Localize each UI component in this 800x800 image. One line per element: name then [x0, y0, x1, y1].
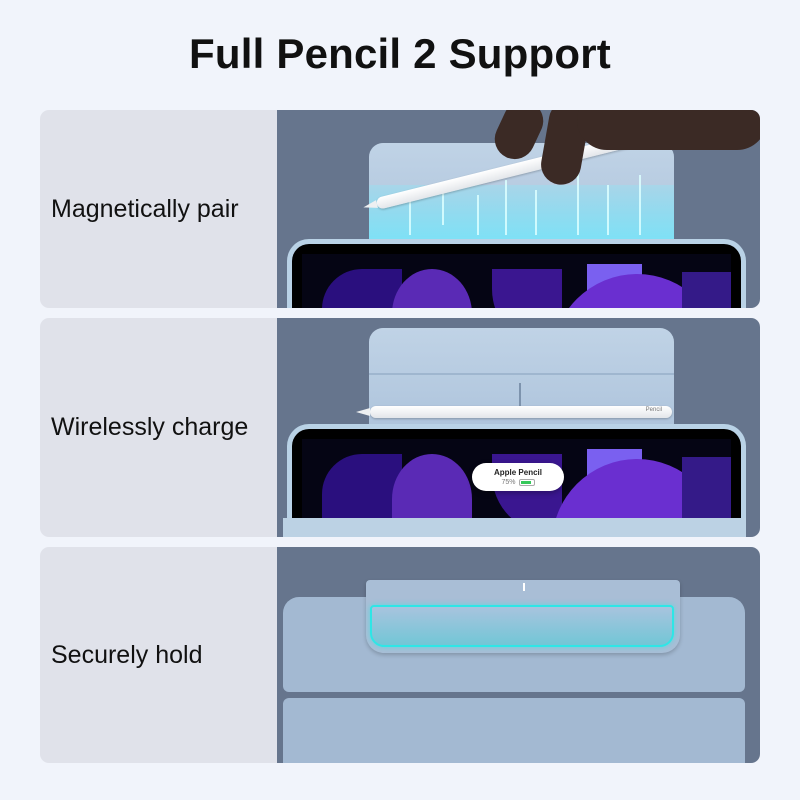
- battery-icon: [518, 479, 535, 486]
- feature-row-securely-hold: Securely hold: [40, 547, 760, 763]
- ipad: [287, 239, 746, 308]
- feature-row-wirelessly-charge: Wirelessly charge Pencil Apple Pencil 75…: [40, 318, 760, 537]
- case-bottom-edge: [283, 518, 746, 537]
- product-image-magnetic-pair: Pencil: [277, 110, 760, 308]
- popup-title: Apple Pencil: [493, 468, 542, 477]
- battery-percent: 75%: [501, 479, 516, 486]
- feature-row-magnetically-pair: Magnetically pair Pencil: [40, 110, 760, 308]
- magnetic-zone: [370, 605, 674, 647]
- ipad-wallpaper: [302, 254, 731, 308]
- page-title: Full Pencil 2 Support: [189, 30, 611, 77]
- product-image-secure-hold: [277, 547, 760, 763]
- product-image-wireless-charge: Pencil Apple Pencil 75%: [277, 318, 760, 537]
- ipad-wallpaper: Apple Pencil 75%: [302, 439, 731, 524]
- feature-label: Magnetically pair: [40, 110, 277, 308]
- apple-pencil-battery-popup: Apple Pencil 75%: [472, 463, 564, 491]
- apple-pencil: Pencil: [356, 406, 672, 418]
- ipad: Apple Pencil 75%: [287, 424, 746, 524]
- case-cover-bottom: [283, 698, 745, 763]
- feature-label: Securely hold: [40, 547, 277, 763]
- feature-label: Wirelessly charge: [40, 318, 277, 537]
